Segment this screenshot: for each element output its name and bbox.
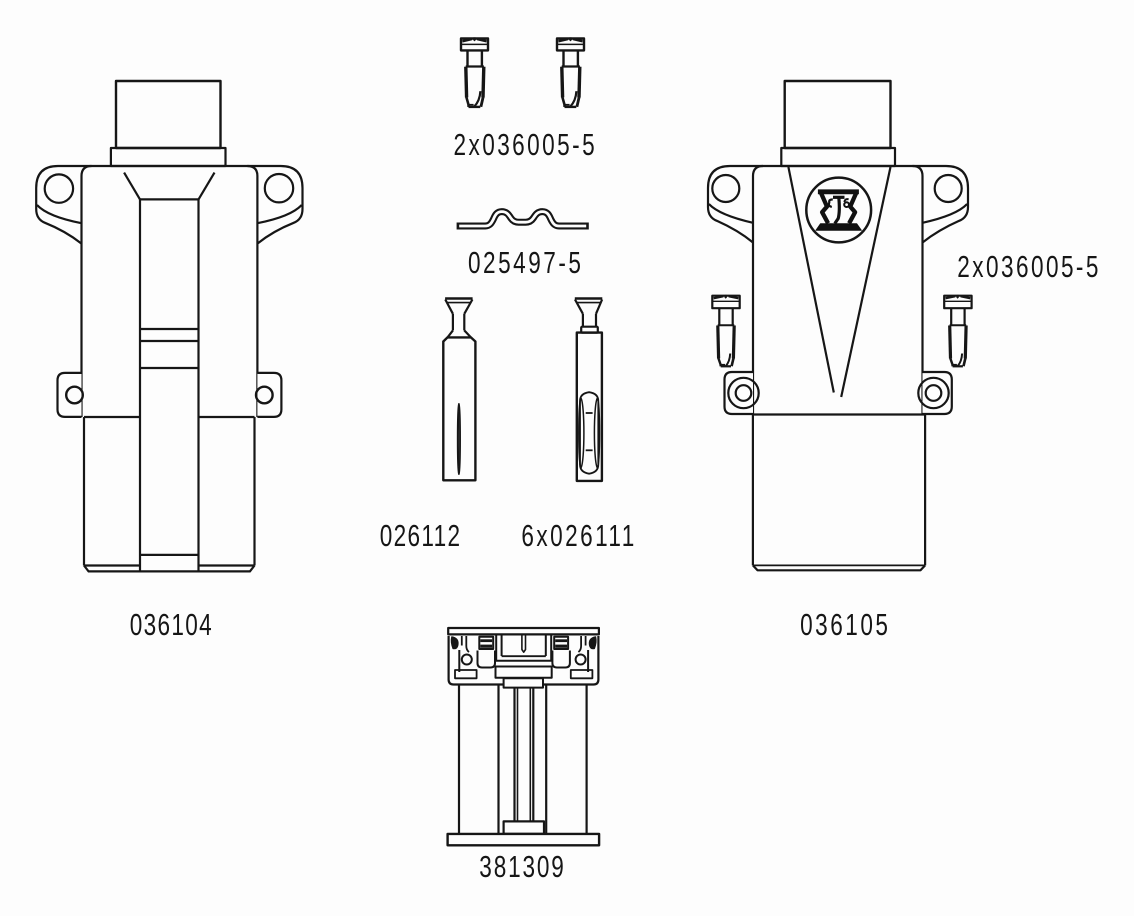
svg-text:6x026111: 6x026111 [521, 519, 636, 553]
svg-text:026112: 026112 [380, 519, 462, 553]
svg-text:2x036005-5: 2x036005-5 [454, 128, 598, 162]
svg-text:025497-5: 025497-5 [468, 246, 583, 280]
svg-text:036104: 036104 [130, 608, 213, 642]
svg-text:2x036005-5: 2x036005-5 [957, 250, 1101, 284]
svg-text:381309: 381309 [479, 850, 565, 884]
svg-text:036105: 036105 [800, 608, 890, 642]
